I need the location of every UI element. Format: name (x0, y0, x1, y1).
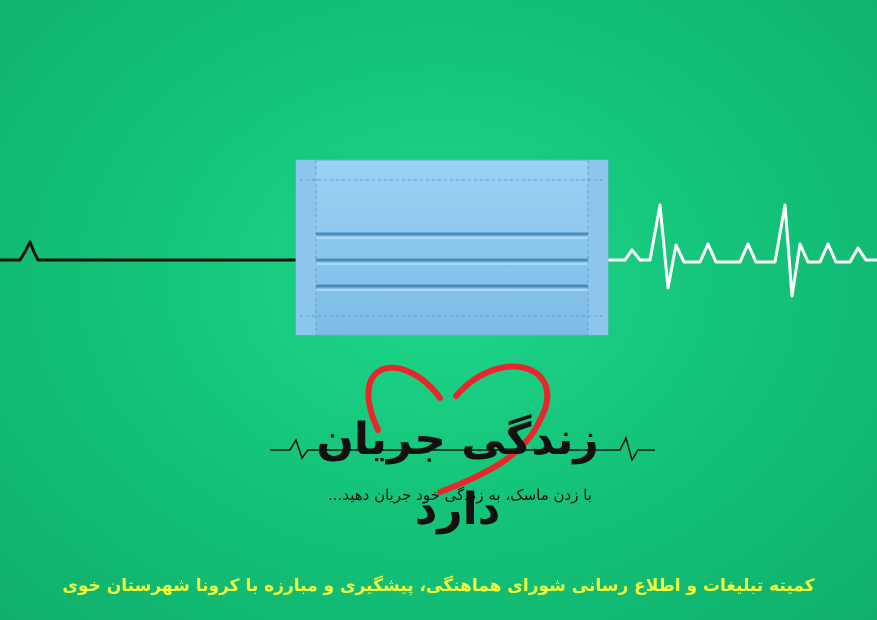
heartbeat-line-left-icon (0, 240, 300, 262)
footer-credit: کمیته تبلیغات و اطلاع رسانی شورای هماهنگ… (62, 576, 815, 596)
headline-pulse-line-icon (270, 435, 655, 462)
headline-text: زندگی جریان دارد (316, 414, 599, 535)
surgical-mask-icon (295, 159, 609, 336)
heartbeat-line-right-icon (605, 203, 877, 298)
subline-text: با زدن ماسک، به زندگی خود جریان دهید... (328, 486, 592, 504)
heart-outline-icon (365, 363, 551, 495)
